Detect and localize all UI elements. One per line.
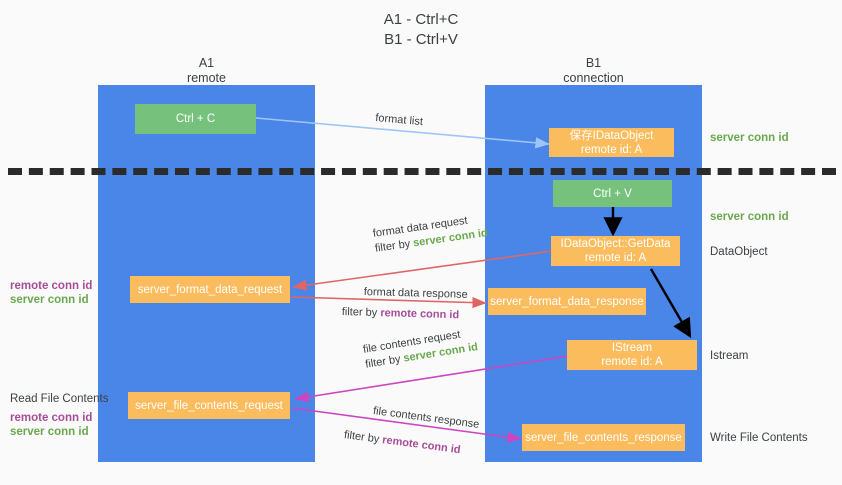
node-ctrl-c-label: Ctrl + C [175, 113, 216, 125]
edge-label-format-data-response: format data response [364, 285, 468, 303]
annotation-server-conn-id-top: server conn id [710, 132, 789, 144]
node-istream-line2: remote id: A [601, 356, 663, 368]
column-header-a1: A1 remote [98, 56, 315, 86]
edge-label-format-data-response-filter: filter by remote conn id [342, 305, 460, 323]
annotation-dataobject: DataObject [710, 246, 768, 258]
node-server-format-data-response-label: server_format_data_response [490, 295, 644, 308]
filter-prefix: filter by [343, 428, 384, 446]
annotation-remote-conn-id-bottom: remote conn id [10, 412, 93, 424]
edge-label-file-contents-response-title: file contents response [372, 404, 480, 431]
column-a1-subtitle: remote [187, 71, 226, 85]
node-server-file-contents-request-label: server_file_contents_request [135, 399, 283, 412]
node-save-idataobject[interactable]: 保存IDataObject remote id: A [549, 128, 674, 157]
annotation-server-conn-id-left-bottom: server conn id [10, 426, 89, 438]
time-separator-dashed-line [8, 168, 836, 175]
column-b1-subtitle: connection [563, 71, 624, 85]
node-save-idataobject-line2: remote id: A [580, 143, 643, 156]
column-b1-name: B1 [585, 56, 602, 70]
edge-label-file-contents-request: file contents request filter by server c… [362, 325, 479, 372]
filter-value-remote-conn-id: remote conn id [381, 434, 462, 457]
title-line-2: B1 - Ctrl+V [384, 31, 458, 48]
node-server-file-contents-response[interactable]: server_file_contents_response [522, 424, 685, 451]
edge-label-format-data-request: format data request filter by server con… [372, 211, 489, 257]
annotation-server-conn-id-left-top: server conn id [10, 294, 89, 306]
node-server-format-data-request[interactable]: server_format_data_request [130, 276, 290, 303]
node-server-format-data-response[interactable]: server_format_data_response [488, 288, 646, 315]
title-line-1: A1 - Ctrl+C [383, 11, 459, 28]
edge-label-file-contents-response: file contents response [372, 404, 480, 433]
edge-label-format-list-text: format list [374, 111, 424, 129]
node-istream[interactable]: IStream remote id: A [567, 340, 697, 370]
edge-label-format-list: format list [375, 111, 424, 130]
annotation-server-conn-id-second: server conn id [710, 211, 789, 223]
node-ctrl-v[interactable]: Ctrl + V [553, 180, 672, 207]
filter-prefix: filter by [341, 305, 381, 320]
node-server-file-contents-response-label: server_file_contents_response [525, 431, 682, 444]
column-header-b1: B1 connection [485, 56, 702, 86]
node-getdata-line2: remote id: A [584, 252, 647, 264]
edge-label-format-data-response-title: format data response [363, 285, 468, 301]
annotation-read-file-contents: Read File Contents [10, 393, 109, 405]
node-getdata-line1: IDataObject::GetData [560, 238, 671, 250]
annotation-istream: Istream [710, 350, 749, 362]
node-save-idataobject-line1: 保存IDataObject [569, 129, 654, 142]
edge-label-file-contents-response-filter: filter by remote conn id [343, 428, 461, 458]
node-server-format-data-request-label: server_format_data_request [137, 283, 283, 296]
column-a1-name: A1 [198, 56, 215, 70]
node-istream-line1: IStream [611, 342, 653, 354]
filter-prefix: filter by [374, 237, 415, 255]
annotation-write-file-contents: Write File Contents [710, 432, 808, 444]
annotation-remote-conn-id-top: remote conn id [10, 280, 93, 292]
node-server-file-contents-request[interactable]: server_file_contents_request [128, 392, 290, 419]
node-idataobject-getdata[interactable]: IDataObject::GetData remote id: A [551, 236, 680, 266]
node-ctrl-v-label: Ctrl + V [593, 187, 632, 200]
filter-value-remote-conn-id: remote conn id [380, 307, 460, 322]
diagram-title: A1 - Ctrl+C B1 - Ctrl+V [0, 10, 842, 50]
node-ctrl-c[interactable]: Ctrl + C [135, 104, 256, 134]
